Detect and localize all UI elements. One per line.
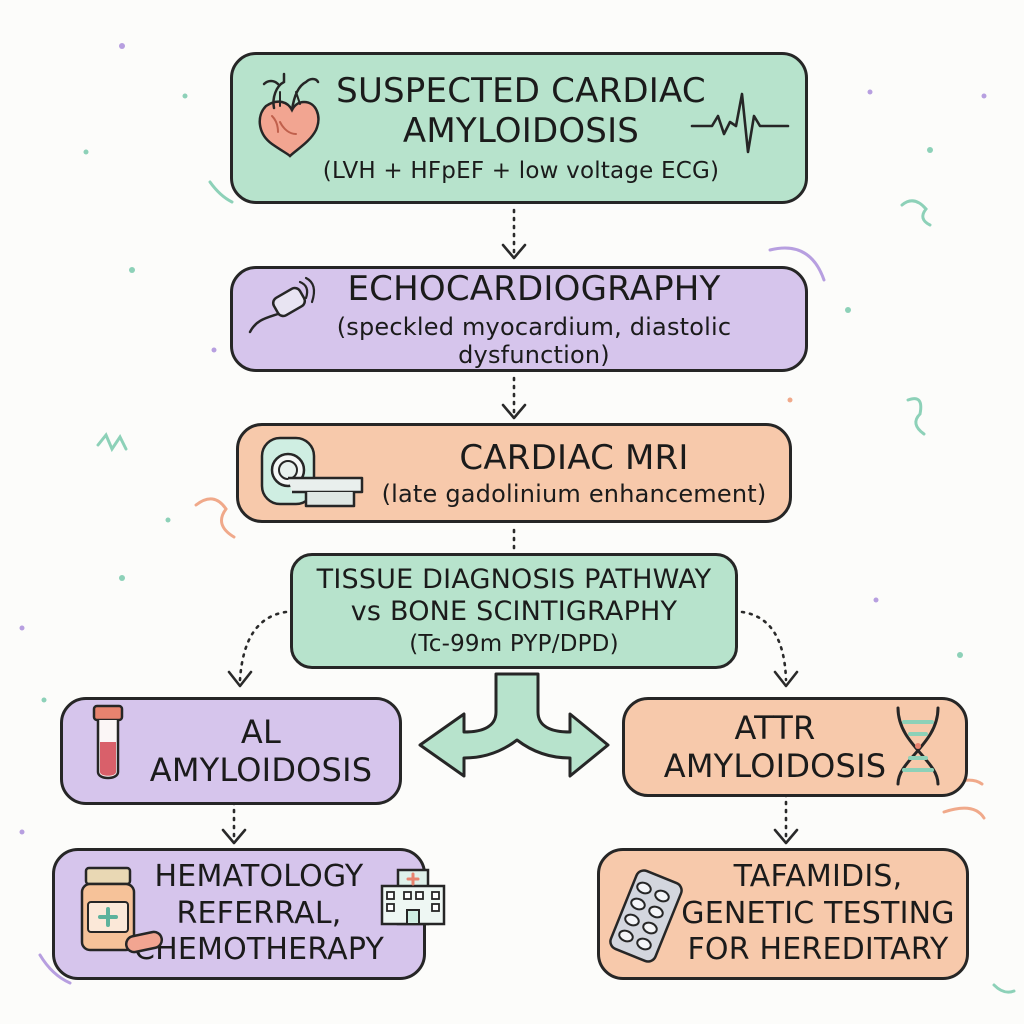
node-subtitle: (speckled myocardium, diastolic dysfunct… bbox=[336, 312, 732, 370]
node-echocardiography: ECHOCARDIOGRAPHY (speckled myocardium, d… bbox=[230, 266, 808, 372]
node-text: HEMATOLOGY REFERRAL, CHEMOTHERAPY bbox=[134, 859, 384, 969]
node-title-line: AMYLOIDOSIS bbox=[402, 111, 640, 152]
node-text: TISSUE DIAGNOSIS PATHWAY vs BONE SCINTIG… bbox=[317, 564, 712, 659]
node-text: SUSPECTED CARDIAC AMYLOIDOSIS (LVH + HFp… bbox=[323, 71, 719, 184]
node-text: AL AMYLOIDOSIS bbox=[150, 713, 372, 790]
node-title-line: FOR HEREDITARY bbox=[687, 932, 949, 968]
split-arrow bbox=[418, 672, 610, 778]
node-attr-amyloidosis: ATTR AMYLOIDOSIS bbox=[622, 697, 968, 797]
node-text: CARDIAC MRI (late gadolinium enhancement… bbox=[382, 438, 767, 508]
node-title-line: vs BONE SCINTIGRAPHY bbox=[350, 596, 678, 628]
node-title-line: TISSUE DIAGNOSIS PATHWAY bbox=[316, 563, 712, 595]
blister-pack-icon bbox=[609, 869, 683, 963]
node-title-line: REFERRAL, bbox=[176, 895, 342, 931]
node-title-line: HEMATOLOGY bbox=[154, 859, 364, 895]
node-title-line: AL bbox=[240, 712, 282, 751]
blood-tube-icon bbox=[92, 704, 124, 780]
pill-bottle-icon bbox=[80, 866, 164, 954]
hospital-icon bbox=[380, 868, 446, 926]
ecg-wave-icon bbox=[690, 92, 790, 154]
node-title-line: ATTR bbox=[734, 708, 816, 747]
node-text: TAFAMIDIS, GENETIC TESTING FOR HEREDITAR… bbox=[681, 859, 954, 969]
node-subtitle: (LVH + HFpEF + low voltage ECG) bbox=[322, 157, 720, 184]
node-title-line: AMYLOIDOSIS bbox=[149, 751, 373, 789]
node-title-line: CHEMOTHERAPY bbox=[133, 932, 385, 968]
node-title-line: ECHOCARDIOGRAPHY bbox=[347, 268, 721, 309]
node-text: ATTR AMYLOIDOSIS bbox=[664, 709, 886, 786]
heart-icon bbox=[258, 72, 320, 158]
node-title-line: TAFAMIDIS, bbox=[733, 859, 903, 895]
node-subtitle: (late gadolinium enhancement) bbox=[381, 479, 767, 508]
node-subtitle: (Tc-99m PYP/DPD) bbox=[409, 631, 619, 658]
node-title-line: AMYLOIDOSIS bbox=[663, 747, 887, 785]
node-title-line: GENETIC TESTING bbox=[681, 895, 955, 931]
node-text: ECHOCARDIOGRAPHY (speckled myocardium, d… bbox=[263, 269, 805, 370]
dna-icon bbox=[896, 706, 940, 786]
node-title-line: CARDIAC MRI bbox=[459, 437, 689, 478]
ultrasound-probe-icon bbox=[248, 276, 316, 334]
mri-scanner-icon bbox=[260, 436, 364, 508]
node-suspected-cardiac-amyloidosis: SUSPECTED CARDIAC AMYLOIDOSIS (LVH + HFp… bbox=[230, 52, 808, 204]
node-title-line: SUSPECTED CARDIAC bbox=[336, 71, 706, 112]
node-tissue-diagnosis-pathway: TISSUE DIAGNOSIS PATHWAY vs BONE SCINTIG… bbox=[290, 553, 738, 669]
